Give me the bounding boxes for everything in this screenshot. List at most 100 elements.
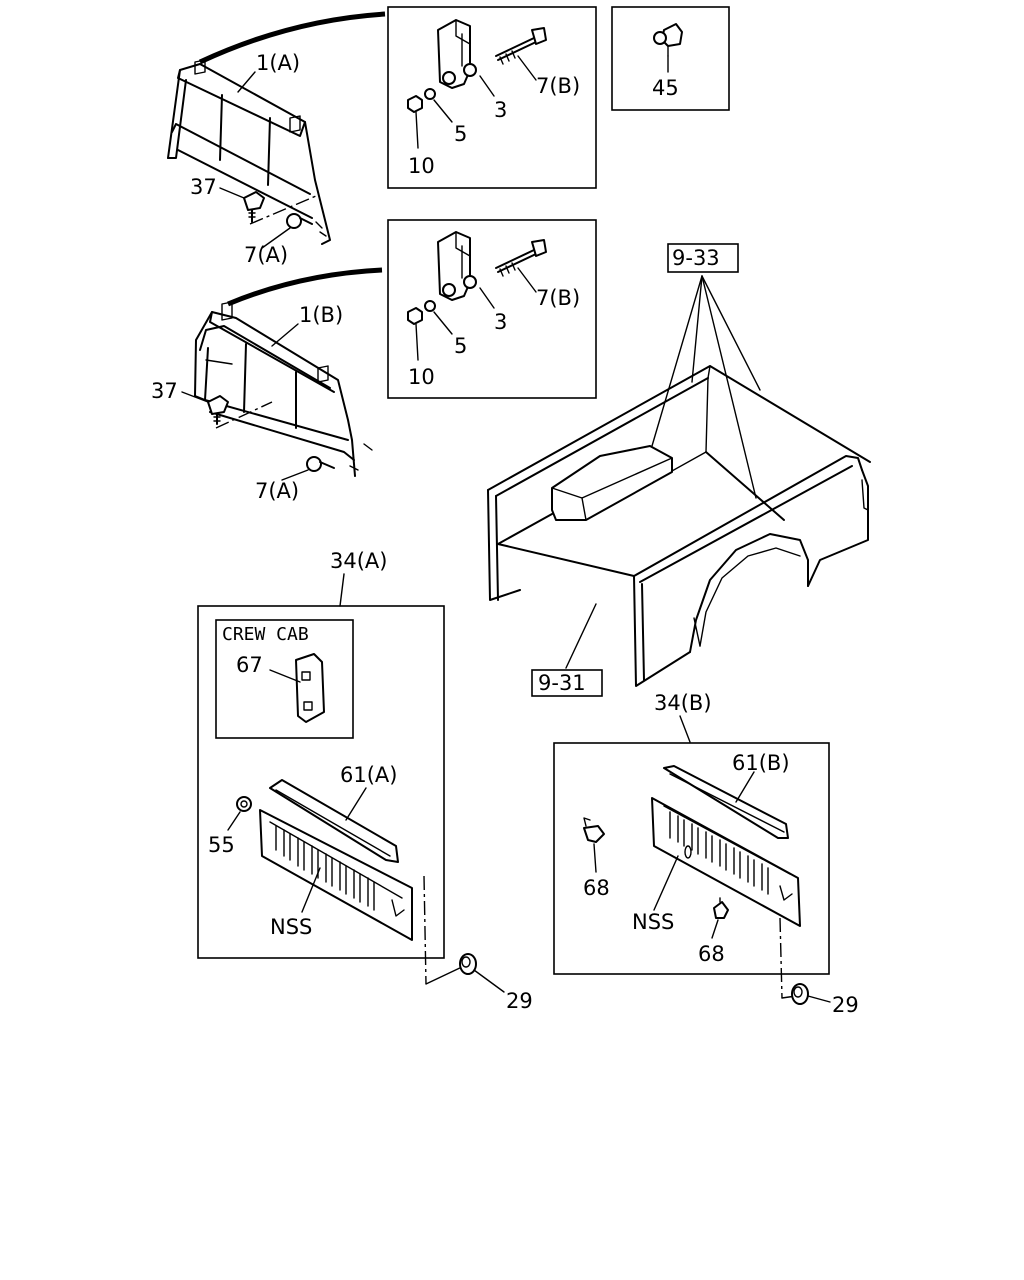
truck-bed bbox=[487, 365, 871, 687]
leader-67 bbox=[269, 669, 301, 683]
label-29-b: 29 bbox=[832, 993, 859, 1017]
ref-box-9-31 bbox=[531, 669, 603, 697]
leader-37-b bbox=[181, 391, 209, 403]
leader-34a bbox=[339, 573, 345, 607]
header-frame-a bbox=[167, 59, 331, 245]
washer-5-top bbox=[424, 88, 436, 100]
leader-9-33-a bbox=[691, 275, 703, 383]
strip-61a bbox=[269, 779, 399, 863]
label-10-top: 10 bbox=[408, 154, 435, 178]
panel-nss-a bbox=[259, 809, 413, 941]
centerline-37-b bbox=[215, 401, 273, 429]
tailgate-b-box bbox=[553, 742, 830, 975]
part-29-b bbox=[791, 983, 809, 1005]
leader-29-b bbox=[807, 995, 831, 1003]
leader-5-top bbox=[433, 99, 453, 123]
label-67: 67 bbox=[236, 653, 263, 677]
part-55 bbox=[236, 796, 252, 812]
label-frame-a: 1(A) bbox=[256, 51, 300, 75]
label-5-middle: 5 bbox=[454, 334, 467, 358]
leader-61a bbox=[345, 787, 367, 821]
part-67 bbox=[295, 653, 325, 723]
centerline-29-b-v bbox=[779, 917, 783, 999]
nut-10-top bbox=[407, 95, 423, 113]
label-7b-top: 7(B) bbox=[536, 74, 580, 98]
leader-10-middle bbox=[415, 323, 419, 361]
leader-7a-a bbox=[261, 227, 291, 249]
label-68-b: 68 bbox=[698, 942, 725, 966]
centerline-37-a bbox=[249, 195, 317, 225]
label-5-top: 5 bbox=[454, 122, 467, 146]
label-3-middle: 3 bbox=[494, 310, 507, 334]
leader-nss-b bbox=[653, 855, 679, 911]
detail-box-top bbox=[387, 6, 597, 189]
bolt-7b-middle bbox=[495, 239, 547, 277]
label-7a-b: 7(A) bbox=[255, 479, 299, 503]
leader-3-top bbox=[479, 75, 495, 97]
bolt-7a-b bbox=[306, 456, 335, 472]
centerline-29-a-v bbox=[423, 875, 427, 985]
label-9-31: 9-31 bbox=[538, 671, 586, 695]
header-frame-b bbox=[194, 301, 373, 477]
crew-cab-box bbox=[215, 619, 354, 739]
leader-7b-middle bbox=[517, 267, 537, 293]
crew-cab-title: CREW CAB bbox=[222, 624, 309, 645]
leader-nss-a bbox=[301, 867, 321, 913]
centerline-29-a-h bbox=[425, 965, 465, 985]
leader-1a bbox=[237, 71, 256, 93]
label-34b: 34(B) bbox=[654, 691, 712, 715]
leader-29-a bbox=[473, 969, 505, 993]
strip-61b bbox=[663, 765, 789, 839]
bolt-37-b bbox=[207, 395, 229, 425]
leader-55 bbox=[227, 811, 241, 831]
label-7a-a: 7(A) bbox=[244, 243, 288, 267]
detail-box-45 bbox=[611, 6, 730, 111]
label-61b: 61(B) bbox=[732, 751, 790, 775]
nut-10-middle bbox=[407, 307, 423, 325]
leader-9-33-c bbox=[701, 275, 761, 391]
label-9-33: 9-33 bbox=[672, 246, 720, 270]
label-frame-b: 1(B) bbox=[299, 303, 343, 327]
tailgate-a-box bbox=[197, 605, 445, 959]
leader-68-b bbox=[711, 919, 719, 939]
leader-9-33-d bbox=[701, 275, 757, 499]
label-61a: 61(A) bbox=[340, 763, 397, 787]
leader-9-33-b bbox=[651, 275, 703, 447]
label-45: 45 bbox=[652, 76, 679, 100]
part-68-b bbox=[713, 897, 729, 919]
leader-34b bbox=[679, 715, 691, 743]
leader-3-middle bbox=[479, 287, 495, 309]
label-10-middle: 10 bbox=[408, 365, 435, 389]
leader-1b bbox=[271, 323, 299, 347]
label-37-b: 37 bbox=[151, 379, 178, 403]
leader-7b-top bbox=[517, 55, 537, 81]
label-nss-b: NSS bbox=[632, 910, 674, 934]
part-68-a bbox=[583, 817, 605, 843]
label-3-top: 3 bbox=[494, 98, 507, 122]
frame-a-detail-leader bbox=[198, 11, 386, 65]
bolt-37-a bbox=[243, 191, 265, 223]
detail-box-middle bbox=[387, 219, 597, 399]
label-29-a: 29 bbox=[506, 989, 533, 1013]
frame-b-detail-leader bbox=[227, 267, 383, 307]
label-34a: 34(A) bbox=[330, 549, 387, 573]
bracket-3-middle bbox=[437, 231, 477, 301]
leader-9-31 bbox=[565, 603, 597, 669]
panel-nss-b bbox=[651, 797, 801, 927]
label-7b-middle: 7(B) bbox=[536, 286, 580, 310]
leader-5-middle bbox=[433, 311, 453, 335]
label-37-a: 37 bbox=[190, 175, 217, 199]
leader-61b bbox=[735, 771, 755, 803]
label-nss-a: NSS bbox=[270, 915, 312, 939]
label-55: 55 bbox=[208, 833, 235, 857]
leader-37-a bbox=[219, 187, 245, 199]
bolt-7a-a bbox=[286, 213, 313, 229]
bolt-7b-top bbox=[495, 27, 547, 65]
bracket-3-top bbox=[437, 19, 477, 89]
label-68-a: 68 bbox=[583, 876, 610, 900]
clip-45 bbox=[653, 23, 683, 57]
leader-68-a bbox=[593, 843, 597, 873]
part-29-a bbox=[459, 953, 477, 975]
leader-7a-b bbox=[281, 469, 309, 481]
